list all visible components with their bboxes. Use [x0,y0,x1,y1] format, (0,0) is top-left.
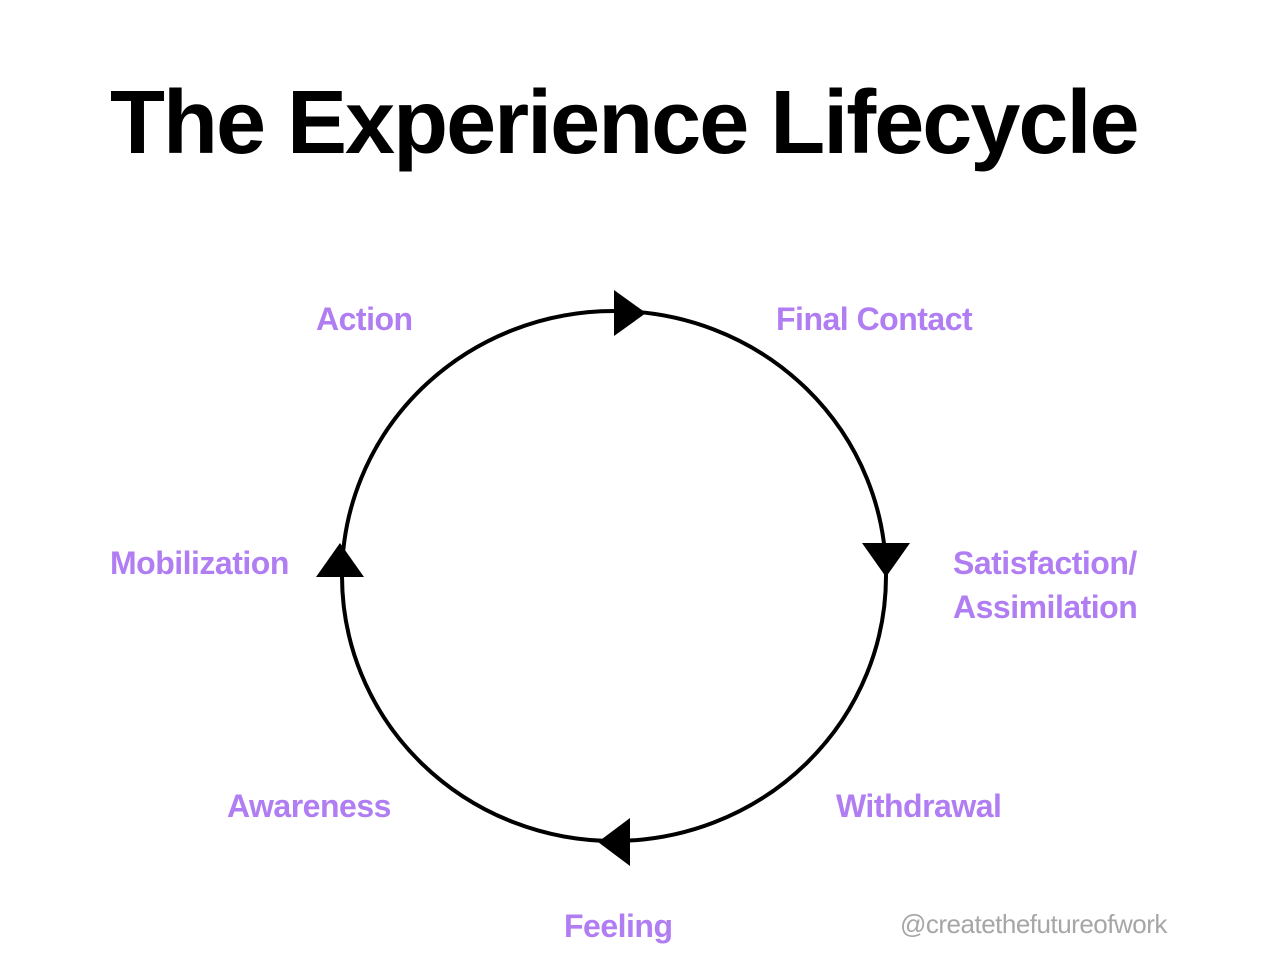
stage-action: Action [316,297,413,341]
stage-awareness: Awareness [227,784,391,828]
stage-mobilization: Mobilization [110,541,289,585]
stage-final-contact: Final Contact [776,297,973,341]
stage-withdrawal-label: Withdrawal [836,788,1002,824]
stage-mobilization-label: Mobilization [110,545,289,581]
credit-handle: @createthefutureofwork [900,909,1167,939]
stage-action-label: Action [316,301,413,337]
stage-final-contact-label: Final Contact [776,301,973,337]
stage-withdrawal: Withdrawal [836,784,1002,828]
stage-satisfaction-label-line2: Assimilation [953,589,1138,625]
arrow-top-icon [614,290,646,336]
stage-satisfaction-assimilation: Satisfaction/ Assimilation [953,541,1138,629]
arrow-right-icon [862,543,910,577]
page-title: The Experience Lifecycle [110,73,1140,173]
stage-feeling-label: Feeling [564,908,673,944]
stage-feeling: Feeling [564,904,673,948]
arrow-left-icon [316,543,364,577]
arrow-bottom-icon [598,818,630,866]
stage-awareness-label: Awareness [227,788,391,824]
cycle-ring [340,309,888,843]
stage-satisfaction-label-line1: Satisfaction/ [953,545,1137,581]
